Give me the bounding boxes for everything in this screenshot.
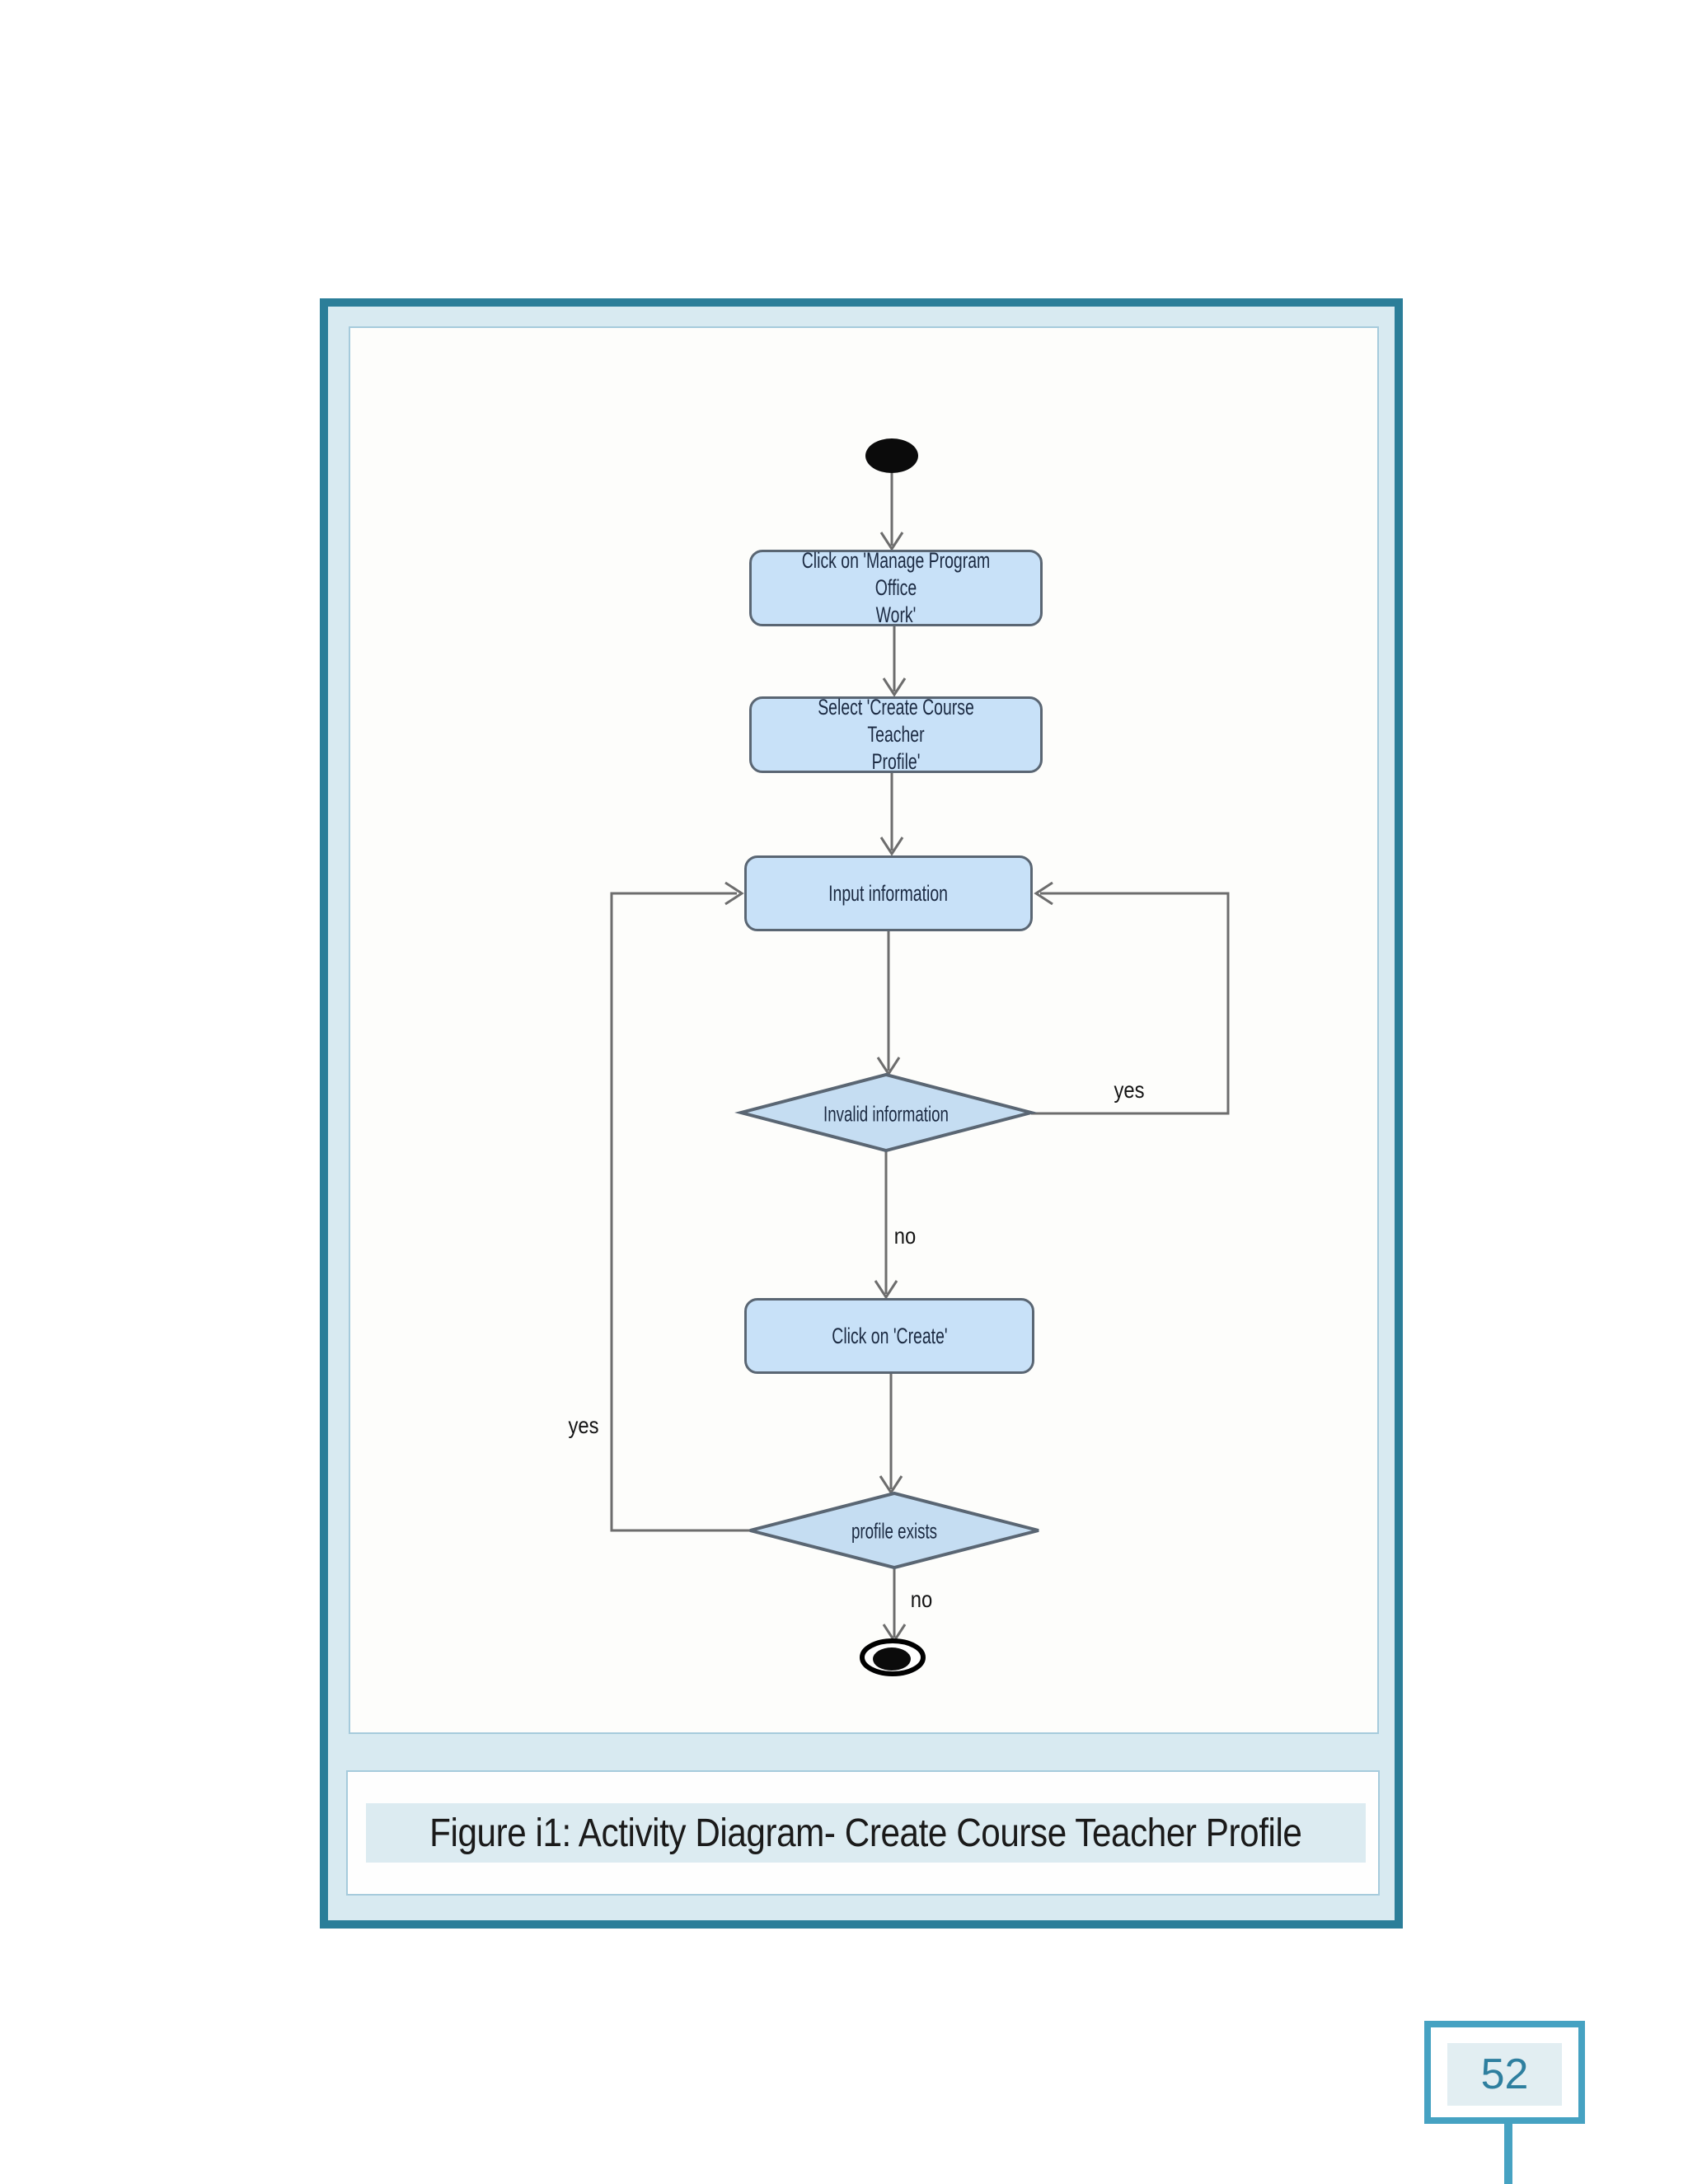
action-label: Click on 'Create' — [831, 1323, 948, 1348]
decision-label-invalid-information: Invalid information — [823, 1101, 949, 1127]
edge-label-no-profile: no — [910, 1586, 933, 1612]
action-label: Input information — [828, 880, 949, 906]
action-click-manage-program-office-work: Click on 'Manage Program Office Work' — [749, 548, 1043, 627]
figure-caption-highlight: Figure i1: Activity Diagram- Create Cour… — [366, 1803, 1366, 1863]
action-select-create-course-teacher-profile: Select 'Create Course Teacher Profile' — [749, 695, 1043, 774]
action-click-create: Click on 'Create' — [744, 1298, 1034, 1374]
edge-label-yes-right: yes — [1114, 1077, 1145, 1103]
page-number: 52 — [1480, 2050, 1529, 2098]
edge-label-no-invalid: no — [893, 1223, 917, 1249]
action-label: Select 'Create Course Teacher Profile' — [818, 695, 974, 774]
action-input-information: Input information — [744, 855, 1033, 931]
edge-label-yes-left: yes — [568, 1413, 599, 1438]
figure-caption: Figure i1: Activity Diagram- Create Cour… — [429, 1811, 1302, 1855]
action-label: Click on 'Manage Program Office Work' — [801, 548, 991, 627]
page-number-stem — [1504, 2124, 1512, 2184]
decision-label-profile-exists: profile exists — [851, 1518, 938, 1544]
page-number-band: 52 — [1447, 2043, 1562, 2106]
